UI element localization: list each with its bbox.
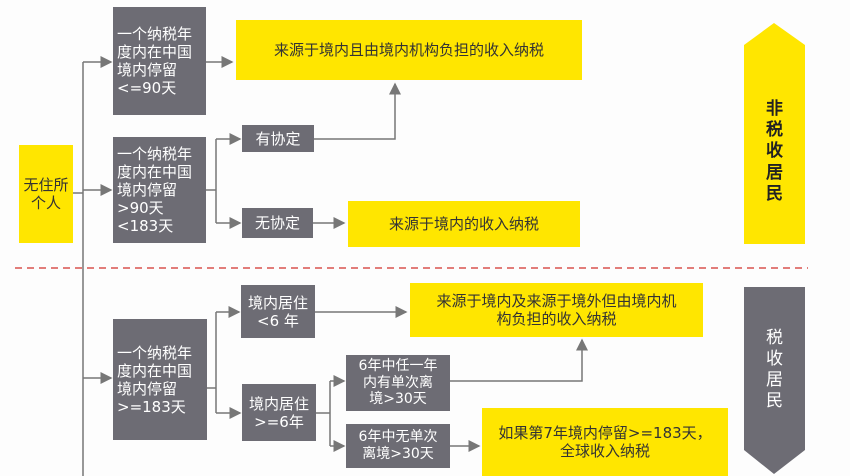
reside-ge6-node: 境内居住 >=6年 <box>242 384 316 441</box>
absence-yes-node: 6年中任一年 内有单次离 境>30天 <box>346 355 450 411</box>
result-domestic-borne: 来源于境内且由境内机构负担的收入纳税 <box>236 20 582 80</box>
reside-lt6-node: 境内居住 <6 年 <box>241 285 315 338</box>
arrow-treaty-yes-result <box>314 82 401 140</box>
treaty-yes-node: 有协定 <box>242 125 314 152</box>
arrow-to-absence-yes <box>316 381 344 446</box>
absence-no-node: 6年中无单次 离境>30天 <box>346 424 450 468</box>
stay-le90-node: 一个纳税年 度内在中国 境内停留 <=90天 <box>113 7 206 115</box>
non-resident-label: 非 税 收 居 民 <box>766 98 783 204</box>
result-domestic: 来源于境内的收入纳税 <box>348 201 580 247</box>
root-node: 无住所 个人 <box>19 145 73 243</box>
result-global: 如果第7年境内停留>=183天， 全球收入纳税 <box>482 408 728 476</box>
resident-arrow <box>744 287 805 474</box>
stay-90-183-node: 一个纳税年 度内在中国 境内停留 >90天 <183天 <box>113 137 206 243</box>
treaty-no-node: 无协定 <box>242 208 313 238</box>
result-domestic-plus-foreign: 来源于境内及来源于境外但由境内机 构负担的收入纳税 <box>410 283 703 337</box>
non-resident-arrow <box>744 23 805 244</box>
arrow-to-treaty-yes <box>206 139 240 223</box>
stay-ge183-node: 一个纳税年 度内在中国 境内停留 >=183天 <box>113 319 207 440</box>
arrow-absence-yes-result <box>450 338 588 382</box>
resident-label: 税 收 居 民 <box>766 327 783 412</box>
arrow-to-reside-lt6 <box>207 312 239 413</box>
